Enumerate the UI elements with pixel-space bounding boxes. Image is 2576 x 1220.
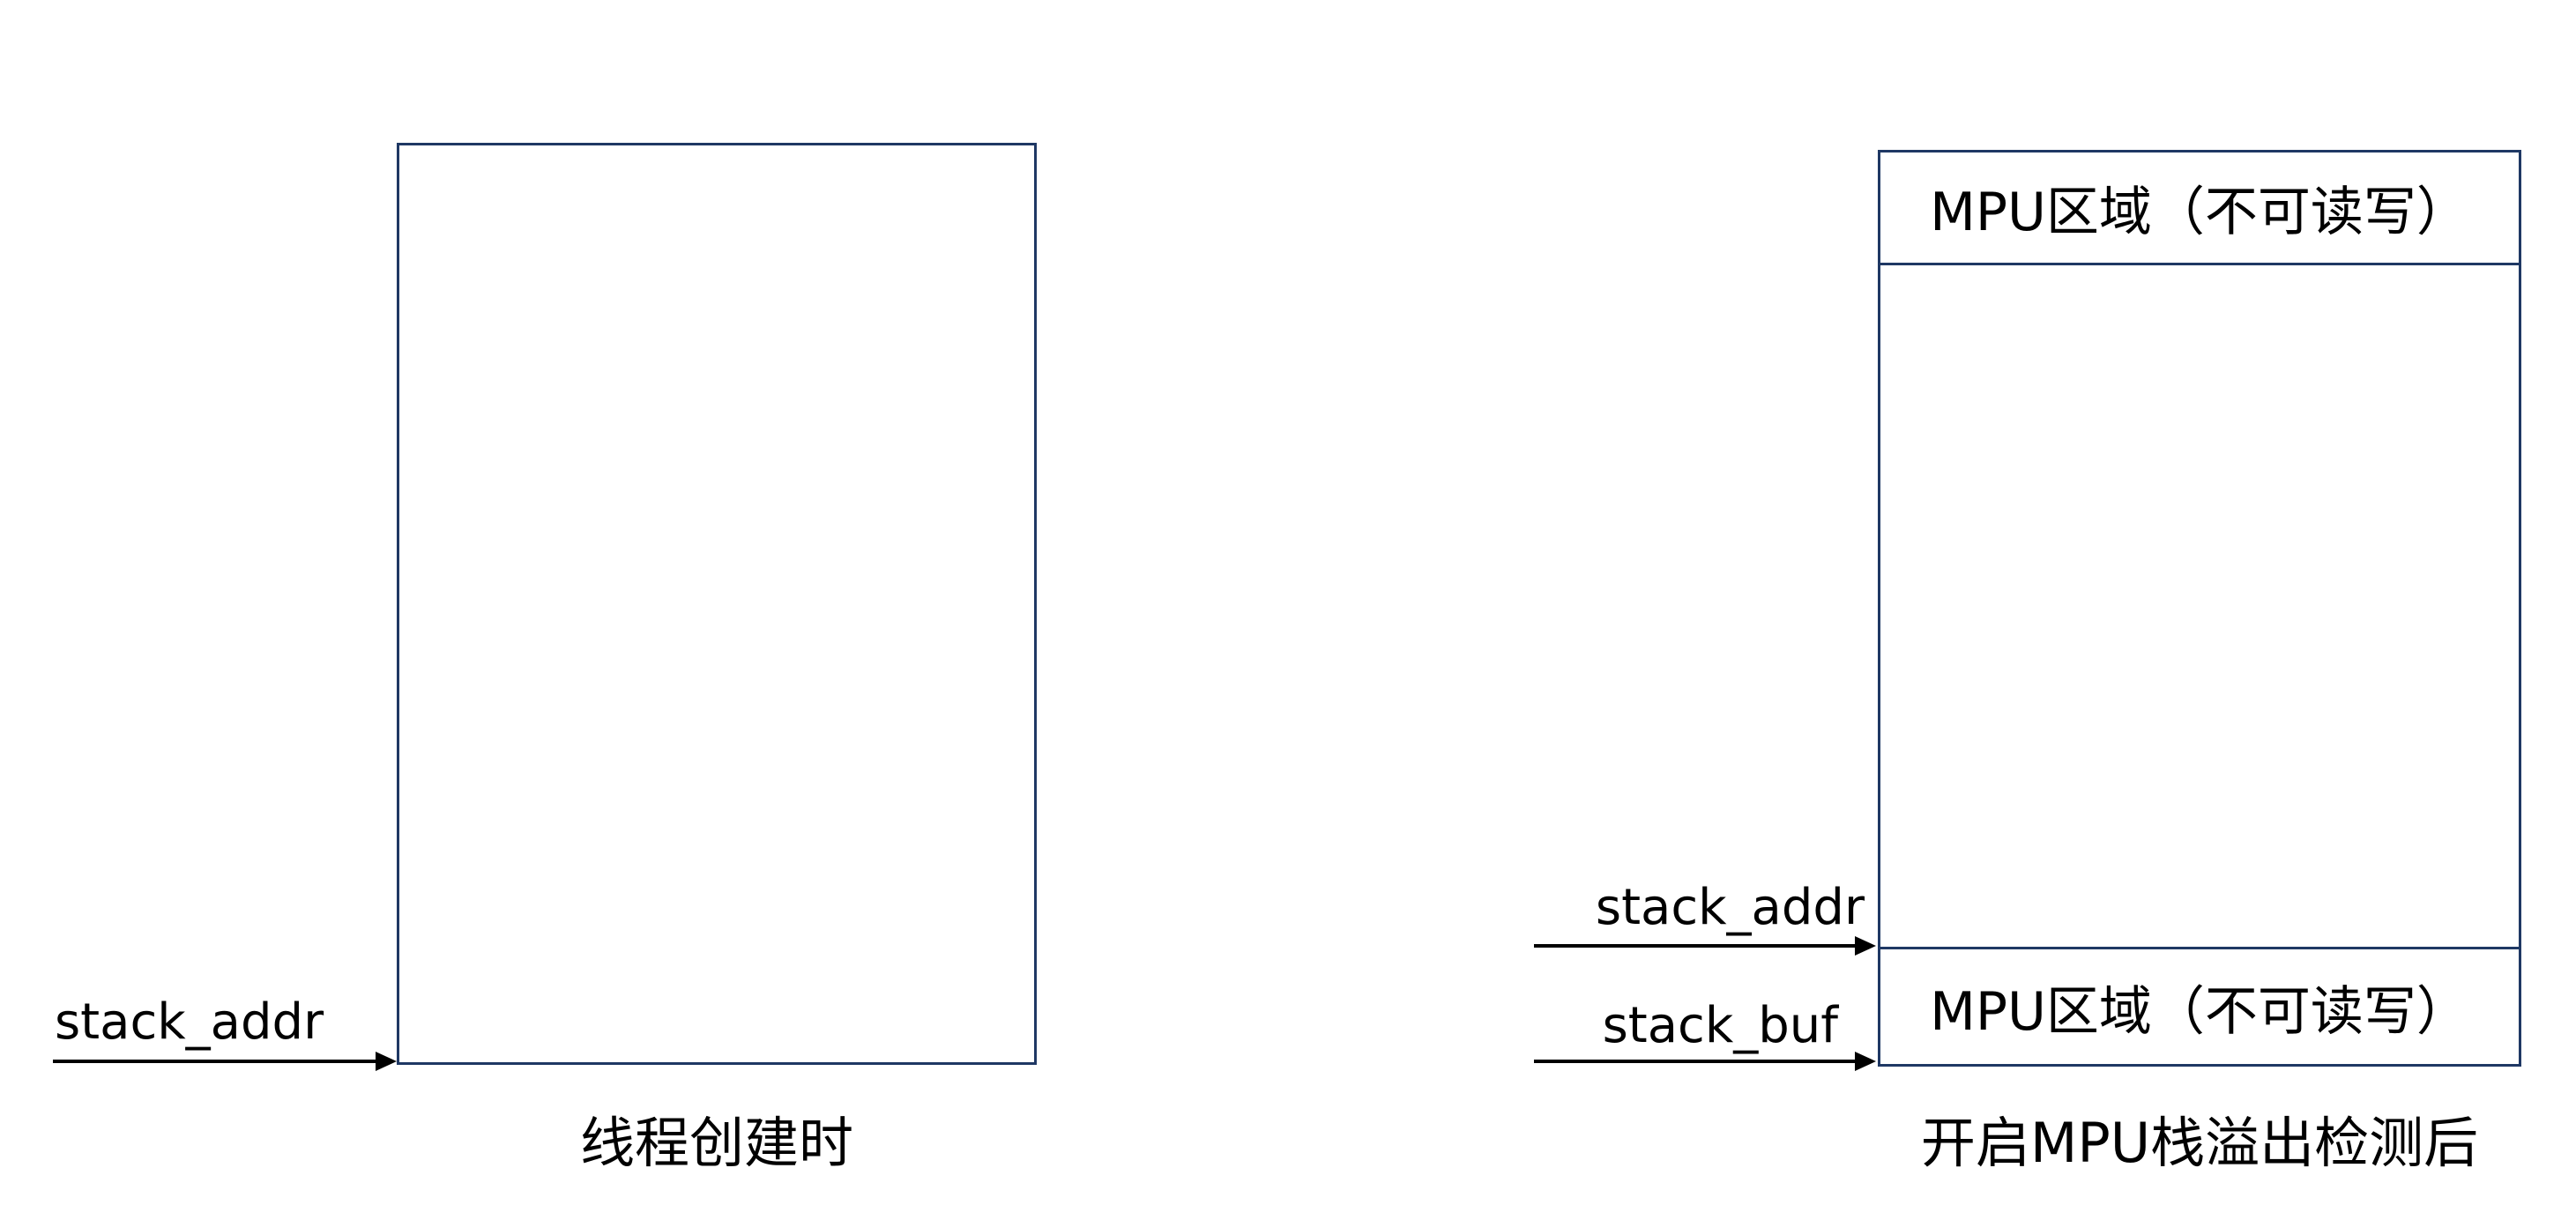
mpu-top-region-label: MPU区域（不可读写）	[1930, 182, 2469, 243]
stack-addr-arrowhead-left	[376, 1052, 397, 1071]
stack-buf-label-right: stack_buf	[1602, 997, 1838, 1054]
mpu-top-region: MPU区域（不可读写）	[1880, 152, 2519, 265]
stack-buf-arrowhead-right	[1855, 1052, 1876, 1071]
stack-addr-arrow-line-left	[53, 1060, 376, 1063]
left-caption: 线程创建时	[579, 1111, 853, 1175]
stack-addr-arrowhead-right	[1855, 936, 1876, 956]
stack-addr-label-left: stack_addr	[55, 993, 324, 1051]
right-caption: 开启MPU栈溢出检测后	[1920, 1111, 2479, 1175]
mpu-bottom-region-label: MPU区域（不可读写）	[1930, 980, 2469, 1043]
stack-addr-arrow-line-right	[1534, 944, 1855, 948]
stack-addr-label-right: stack_addr	[1595, 879, 1865, 936]
mpu-bottom-region: MPU区域（不可读写）	[1880, 947, 2519, 1064]
thread-stack-box	[397, 143, 1037, 1065]
mpu-stack-box: MPU区域（不可读写） MPU区域（不可读写）	[1878, 150, 2521, 1067]
stack-buf-arrow-line-right	[1534, 1060, 1855, 1063]
